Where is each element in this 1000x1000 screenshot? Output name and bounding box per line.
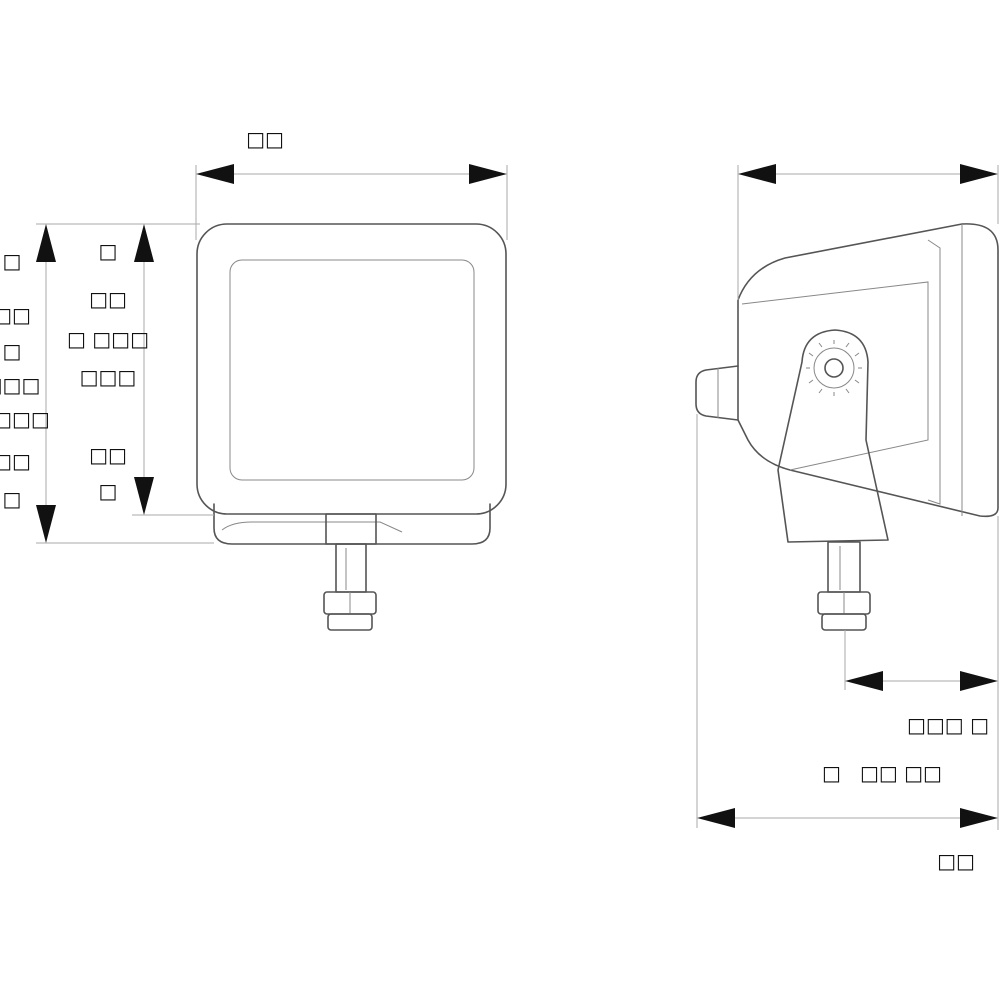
- inner-height-label-5: □□: [89, 443, 127, 467]
- inner-height-label-3: □ □□□: [67, 327, 149, 351]
- side-housing: [737, 223, 999, 518]
- side-pivot-teeth: [806, 340, 862, 396]
- arrow-head: [469, 164, 507, 184]
- front-bracket: [213, 503, 491, 545]
- outer-height-label-4: □□□: [0, 373, 40, 397]
- side-cable-gland: [695, 365, 739, 421]
- front-view: [196, 223, 507, 631]
- outer-height-label-1: □: [3, 249, 22, 273]
- arrow-head: [134, 224, 154, 262]
- front-housing: [196, 223, 507, 515]
- side-stud-offset-dimension: □□□ □ □ □□ □□: [822, 516, 999, 830]
- inner-height-label-6: □: [99, 479, 118, 503]
- arrow-head: [36, 505, 56, 543]
- inner-height-label-1: □: [99, 239, 118, 263]
- inner-height-label-4: □□□: [80, 365, 137, 389]
- arrow-head: [738, 164, 776, 184]
- side-pivot-bolt: [824, 358, 844, 378]
- side-overall-dimension: □□: [696, 414, 998, 873]
- arrow-head: [960, 671, 998, 691]
- outer-height-label-3: □: [3, 339, 22, 363]
- front-height-inner-dimension: □ □□ □ □□□ □□□ □□ □: [67, 224, 214, 516]
- arrow-head: [845, 671, 883, 691]
- front-bracket-inner: [221, 521, 403, 533]
- arrow-head: [960, 164, 998, 184]
- arrow-head: [134, 477, 154, 515]
- side-lens-bezel: [927, 239, 941, 505]
- arrow-head: [36, 224, 56, 262]
- arrow-head: [196, 164, 234, 184]
- front-height-outer-dimension: □ □□ □ □□□ □□□□ □□ □: [0, 223, 214, 544]
- outer-height-label-7: □: [3, 487, 22, 511]
- side-housing-inner: [741, 281, 929, 471]
- arrow-head: [697, 808, 735, 828]
- front-washer: [327, 613, 373, 631]
- front-stud: [335, 543, 367, 593]
- front-mount-block: [325, 513, 377, 545]
- side-view: [695, 223, 999, 631]
- front-width-label: □□: [246, 127, 284, 151]
- outer-height-label-6: □□: [0, 449, 31, 473]
- side-stud: [827, 541, 861, 593]
- front-lens: [229, 259, 475, 481]
- side-bracket-arm: [777, 329, 889, 543]
- side-washer: [821, 613, 867, 631]
- outer-height-label-5: □□□□: [0, 407, 50, 431]
- outer-height-label-2: □□: [0, 303, 31, 327]
- side-stud-offset-label: □□□ □: [907, 713, 989, 737]
- front-width-dimension: □□: [195, 127, 508, 240]
- side-pivot-hub: [813, 347, 855, 389]
- arrow-head: [960, 808, 998, 828]
- side-depth-row-label: □ □□ □□: [822, 761, 942, 785]
- side-overall-label: □□: [937, 849, 975, 873]
- side-top-dimension: [737, 164, 999, 300]
- inner-height-label-2: □□: [89, 287, 127, 311]
